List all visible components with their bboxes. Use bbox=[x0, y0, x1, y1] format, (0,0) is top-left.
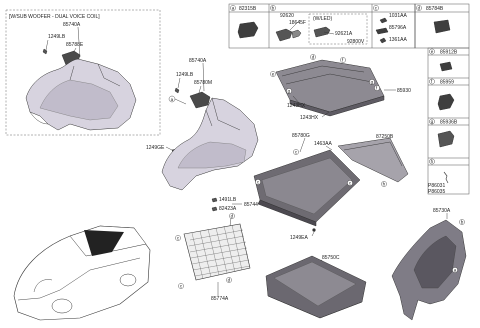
floor-sill-label: 87250B bbox=[376, 134, 394, 140]
floor-callout-c2: c bbox=[257, 180, 260, 185]
net-hook-ref-label: 85744 bbox=[244, 202, 258, 208]
left-trim-screw-label: 1249LB bbox=[176, 72, 194, 78]
left-trim-main-label: 85740A bbox=[189, 58, 207, 64]
legend-b-part-2: 18645F bbox=[289, 20, 306, 26]
legend-b-letter: b bbox=[272, 6, 275, 11]
legend-c-part-2: 85796A bbox=[389, 25, 407, 31]
legend-b-variant: (W/LED) bbox=[313, 16, 333, 22]
legend-f-letter: f bbox=[431, 79, 433, 84]
legend-g-clip-icon bbox=[437, 130, 455, 148]
left-trim-bracket-label: 85780M bbox=[194, 80, 212, 86]
shelf-callout-f2: f bbox=[376, 86, 378, 91]
woofer-screw-label: 1249LB bbox=[48, 34, 66, 40]
shelf-screw-1: 1243HX bbox=[287, 103, 306, 109]
shelf-callout-f: f bbox=[342, 58, 344, 63]
legend-h-letter: h bbox=[431, 159, 434, 164]
shelf-callout-g2: g bbox=[288, 89, 291, 94]
callout-a-letter: a bbox=[171, 97, 174, 102]
legend-d-part: 85784B bbox=[426, 6, 444, 12]
woofer-dashed-box bbox=[5, 9, 161, 136]
floor-clip-label: 1249EA bbox=[290, 235, 308, 241]
net-group: 1491LB 82423A 85744 85774A c d c d bbox=[175, 197, 258, 302]
legend-c-hook-icon bbox=[375, 27, 389, 35]
woofer-screw-icon bbox=[42, 48, 48, 55]
legend-g-part: 85936B bbox=[440, 120, 458, 126]
legend-right: e 85912B f 85959 g 85936B h P86031 P8603… bbox=[427, 47, 470, 195]
floor-part-label: 85780G bbox=[292, 133, 310, 139]
legend-e-letter: e bbox=[431, 49, 434, 54]
legend-h-part-1: P86031 bbox=[428, 183, 445, 189]
legend-b-led-lamp-icon bbox=[313, 26, 331, 38]
tray-group: 85750C bbox=[265, 255, 367, 319]
tray-part-label: 85750C bbox=[322, 255, 340, 261]
shelf-callout-d: d bbox=[312, 55, 315, 60]
legend-h-part-2: P86035 bbox=[428, 189, 445, 195]
vehicle-cargo-area bbox=[84, 230, 124, 256]
woofer-speaker-label: 85788E bbox=[66, 42, 84, 48]
legend-g-letter: g bbox=[431, 119, 434, 124]
net-callout-d2: d bbox=[228, 278, 231, 283]
right-callout-b: b bbox=[461, 220, 464, 225]
legend-d-cover-icon bbox=[433, 19, 451, 34]
woofer-group: [W/SUB WOOFER - DUAL VOICE COIL] 85740A … bbox=[5, 9, 161, 136]
right-trim-part-label: 85730A bbox=[433, 208, 451, 214]
floor-callout-c3: c bbox=[349, 181, 352, 186]
legend-c-part-3: 1361AA bbox=[389, 37, 407, 43]
floor-clip-icon bbox=[312, 228, 316, 232]
shelf-callout-e: e bbox=[272, 72, 275, 77]
net-callout-c2: c bbox=[180, 284, 183, 289]
legend-top: a 82315B b c d 85784B 92620 18645F (W/LE… bbox=[228, 3, 470, 49]
floor-group: 85780G 1463AA 87250B 1249EA c c c h bbox=[253, 133, 409, 241]
legend-f-hook-icon bbox=[437, 93, 455, 111]
floor-callout-h: h bbox=[383, 182, 386, 187]
legend-d-letter: d bbox=[418, 6, 421, 11]
right-trim-group: 85730A b a bbox=[391, 208, 467, 321]
net-part-label: 85774A bbox=[211, 296, 229, 302]
legend-f-part: 85959 bbox=[440, 80, 454, 86]
net-callout-d: d bbox=[231, 214, 234, 219]
legend-c-letter: c bbox=[375, 6, 378, 11]
net-hook-label: 82423A bbox=[219, 206, 237, 212]
sill-plate bbox=[337, 137, 409, 183]
shelf-screw-2: 1243HX bbox=[300, 115, 319, 121]
legend-e-cap-icon bbox=[439, 61, 453, 72]
legend-b-lamp-icon bbox=[275, 28, 293, 42]
net-screw-label: 1491LB bbox=[219, 197, 237, 203]
legend-e-part: 85912B bbox=[440, 50, 458, 56]
net-callout-c: c bbox=[177, 236, 180, 241]
woofer-main-part-label: 85740A bbox=[63, 22, 81, 28]
legend-a-letter: a bbox=[232, 6, 235, 11]
right-callout-a: a bbox=[454, 268, 457, 273]
woofer-box-title: [W/SUB WOOFER - DUAL VOICE COIL] bbox=[9, 14, 100, 20]
legend-right-frame bbox=[427, 47, 470, 195]
left-trim-clip-label: 1249GE bbox=[146, 145, 165, 151]
floor-callout-c: c bbox=[295, 150, 298, 155]
legend-b-variant-part-1: 92621A bbox=[335, 31, 353, 37]
legend-b-variant-part-2: 92800V bbox=[347, 39, 365, 45]
left-bracket-icon bbox=[189, 91, 211, 109]
left-screw-icon bbox=[174, 87, 180, 94]
legend-a-part: 82315B bbox=[239, 6, 257, 12]
legend-c-part-1: 1031AA bbox=[389, 13, 407, 19]
vehicle-group bbox=[13, 225, 151, 321]
legend-b-part-1: 92620 bbox=[280, 13, 294, 19]
legend-a-part-icon bbox=[237, 21, 259, 39]
legend-h-pin-icon bbox=[443, 171, 449, 184]
legend-b-led-box bbox=[308, 13, 368, 45]
left-trim-group: 85740A 1249LB 85780M 1249GE a bbox=[146, 58, 259, 191]
shelf-part-label: 85930 bbox=[397, 88, 411, 94]
shelf-group: 85930 1243HX 1243HX e d f g f g bbox=[270, 54, 411, 121]
floor-screw-label: 1463AA bbox=[314, 141, 332, 147]
shelf-callout-g: g bbox=[371, 80, 374, 85]
